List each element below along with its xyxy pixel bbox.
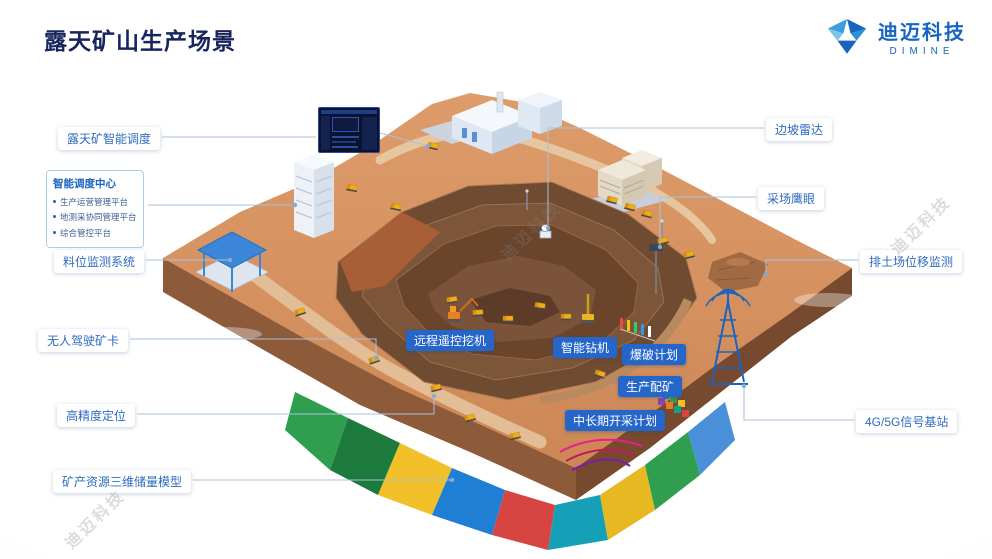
signal-tower: [705, 288, 751, 385]
connector-lines: [130, 127, 858, 481]
dispatch-center-title: 智能调度中心: [53, 178, 116, 190]
block-model-strata: [285, 392, 735, 550]
office-building: [294, 154, 334, 238]
screenshot-row: [332, 136, 359, 138]
remote-excavator: [447, 297, 479, 322]
dispatch-software-screenshot: [318, 107, 380, 153]
company-logo: 迪迈科技 DIMINE: [825, 16, 966, 57]
label-material-level-monitor: 料位监测系统: [54, 250, 145, 273]
mining-plan-contours: [559, 438, 643, 471]
label-eagle-eye: 采场鹰眼: [758, 187, 825, 210]
label-ore-blending: 生产配矿: [618, 376, 683, 397]
screenshot-sidebar: [321, 116, 330, 150]
residential-buildings: [598, 150, 662, 206]
label-high-precision-positioning: 高精度定位: [57, 404, 136, 427]
screenshot-row: [332, 146, 358, 148]
label-long-term-plan: 中长期开采计划: [565, 410, 666, 431]
dispatch-item: 综合管控平台: [53, 226, 137, 241]
label-dump-displacement-monitor: 排土场位移监测: [860, 250, 963, 273]
label-slope-radar: 边坡雷达: [766, 118, 833, 141]
bullet-dot-icon: [53, 230, 56, 234]
label-remote-excavator: 远程遥控挖机: [406, 330, 495, 351]
fog: [182, 114, 862, 341]
label-blast-plan: 爆破计划: [622, 344, 687, 365]
page-title: 露天矿山生产场景: [44, 28, 236, 54]
dump-pile: [708, 252, 768, 292]
dispatch-item-label: 综合管控平台: [60, 227, 112, 238]
screenshot-titlebar: [321, 110, 377, 114]
logo-brand-name: DIMINE: [889, 46, 955, 57]
dispatch-item-label: 生产运营管理平台: [60, 197, 129, 207]
label-unmanned-truck: 无人驾驶矿卡: [38, 329, 129, 352]
dispatch-item: 地测采协同管理平台: [53, 210, 137, 225]
material-warehouse: [195, 231, 269, 292]
bullet-dot-icon: [53, 200, 56, 203]
label-intelligent-dispatch: 露天矿智能调度: [58, 127, 161, 150]
dimine-logo-icon: [827, 18, 867, 54]
dispatch-item-label: 地测采协同管理平台: [60, 212, 137, 223]
bullet-dot-icon: [53, 215, 56, 219]
street-lamps: [525, 189, 664, 240]
screenshot-chart: [332, 117, 359, 132]
smart-drill: [581, 294, 595, 323]
screenshot-row: [332, 141, 356, 143]
logo-company-name: 迪迈科技: [878, 22, 966, 44]
label-smart-drill: 智能钻机: [553, 337, 618, 358]
blast-pattern: [619, 318, 656, 342]
screenshot-panel: [362, 117, 377, 150]
connector-dots: [227, 143, 769, 483]
label-4g5g-base-station: 4G/5G信号基站: [856, 410, 958, 433]
dispatch-item: 生产运营管理平台: [53, 195, 137, 210]
dispatch-center-panel: 智能调度中心 生产运营管理平台 地测采协同管理平台 综合管控平台: [46, 170, 144, 248]
factory-buildings: [452, 91, 562, 154]
label-3d-reserve-model: 矿产资源三维储量模型: [53, 470, 192, 493]
